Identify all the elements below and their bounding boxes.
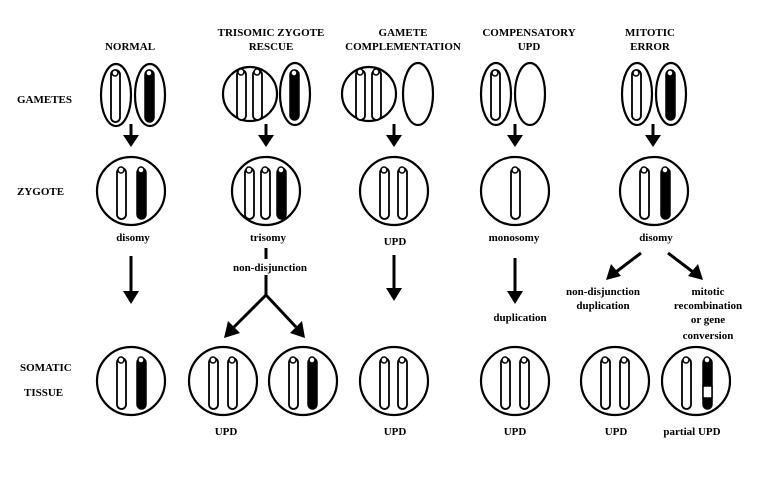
- zygote-label-gamete: UPD: [384, 236, 407, 248]
- gamete-mitotic-maternal: [620, 61, 654, 127]
- label-mitotic-recombination-line4: conversion: [683, 330, 734, 342]
- process-labels: non-disjunction duplication non-disjunct…: [233, 262, 742, 342]
- gametes-row: [99, 61, 688, 128]
- arrows-zygote-to-somatic: [123, 248, 703, 338]
- arrow-down-icon: [507, 124, 523, 147]
- gamete-complementation-disomic: [340, 65, 398, 123]
- somatic-label-mitotic-upd: UPD: [605, 426, 628, 438]
- gamete-compensatory-monosomic: [479, 61, 513, 127]
- zygote-label-normal: disomy: [116, 232, 150, 244]
- zygote-trisomic: [230, 155, 302, 227]
- gamete-normal-paternal: [133, 62, 167, 128]
- somatic-mitotic-partial-upd: [660, 345, 732, 417]
- arrow-down-icon: [258, 124, 274, 147]
- zygote-label-trisomic: trisomy: [250, 232, 287, 244]
- somatic-trisomic-normal-b: [267, 345, 339, 417]
- label-nondisjunction-duplication-line1: non-disjunction: [566, 286, 640, 298]
- row-label-gametes: GAMETES: [17, 94, 72, 106]
- zygote-label-compensatory: monosomy: [489, 232, 540, 244]
- zygote-labels: disomy trisomy UPD monosomy disomy: [116, 232, 673, 248]
- somatic-compensatory-upd: [479, 345, 551, 417]
- row-label-somatic: SOMATIC: [20, 362, 72, 374]
- arrow-down-right-icon: [667, 251, 703, 280]
- somatic-labels: UPD UPD UPD UPD partial UPD: [215, 426, 721, 438]
- zygote-normal: [95, 155, 167, 227]
- arrow-down-icon: [386, 255, 402, 301]
- column-titles: NORMAL TRISOMIC ZYGOTE RESCUE GAMETE COM…: [105, 27, 675, 53]
- arrow-down-icon: [123, 124, 139, 147]
- label-mitotic-recombination-line2: recombination: [674, 300, 742, 312]
- somatic-mitotic-upd: [579, 345, 651, 417]
- zygote-label-mitotic: disomy: [639, 232, 673, 244]
- row-label-zygote: ZYGOTE: [17, 186, 64, 198]
- title-mitotic-line2: ERROR: [630, 41, 671, 53]
- arrow-down-icon: [645, 124, 661, 147]
- zygote-monosomic: [479, 155, 551, 227]
- arrow-down-left-icon: [606, 251, 642, 280]
- gamete-compensatory-nullisomic: [513, 61, 547, 127]
- arrow-down-icon: [386, 124, 402, 147]
- somatic-trisomic-upd-a: [187, 345, 259, 417]
- arrows-gamete-to-zygote: [123, 124, 661, 147]
- gamete-trisomic-monosomic: [278, 61, 312, 127]
- zygote-mitotic: [618, 155, 690, 227]
- label-nondisjunction: non-disjunction: [233, 262, 307, 274]
- title-gamete-line2: COMPLEMENTATION: [345, 41, 461, 53]
- title-trisomic-line1: TRISOMIC ZYGOTE: [218, 27, 325, 39]
- title-mitotic-line1: MITOTIC: [625, 27, 675, 39]
- somatic-row: [95, 345, 732, 417]
- label-nondisjunction-duplication-line2: duplication: [576, 300, 629, 312]
- somatic-label-partial-upd: partial UPD: [663, 426, 720, 438]
- somatic-label-gamete: UPD: [384, 426, 407, 438]
- somatic-normal: [95, 345, 167, 417]
- title-gamete-line1: GAMETE: [379, 27, 428, 39]
- label-mitotic-recombination-line1: mitotic: [692, 286, 725, 298]
- row-label-tissue: TISSUE: [24, 387, 63, 399]
- zygote-upd: [358, 155, 430, 227]
- gamete-normal-maternal: [99, 62, 133, 128]
- somatic-gamete-upd: [358, 345, 430, 417]
- somatic-label-trisomic: UPD: [215, 426, 238, 438]
- title-trisomic-line2: RESCUE: [249, 41, 294, 53]
- title-compensatory-line1: COMPENSATORY: [482, 27, 575, 39]
- title-compensatory-line2: UPD: [518, 41, 541, 53]
- arrow-down-icon: [123, 256, 139, 304]
- zygote-row: [95, 155, 690, 227]
- label-mitotic-recombination-line3: or gene: [691, 314, 725, 326]
- title-normal: NORMAL: [105, 41, 155, 53]
- gamete-mitotic-paternal: [654, 61, 688, 127]
- label-duplication: duplication: [493, 312, 546, 324]
- arrow-down-icon: [507, 258, 523, 304]
- somatic-label-compensatory: UPD: [504, 426, 527, 438]
- fork-arrow-icon: [224, 248, 305, 338]
- gamete-complementation-nullisomic: [401, 61, 435, 127]
- row-labels: GAMETES ZYGOTE SOMATIC TISSUE: [17, 94, 72, 399]
- gamete-trisomic-disomic: [221, 65, 279, 123]
